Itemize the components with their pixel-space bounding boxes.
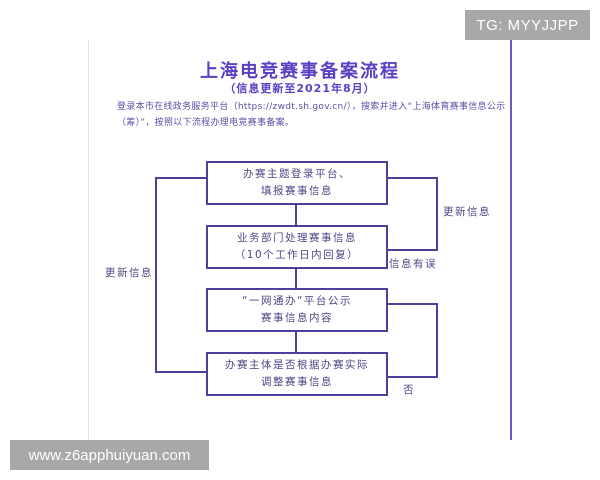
update-info-label-left: 更新信息 — [105, 267, 153, 279]
right-loop-bottom-h2 — [386, 376, 438, 378]
flow-step-register: 办赛主题登录平台、 填报赛事信息 — [206, 161, 388, 205]
right-loop-top-v — [436, 177, 438, 251]
connector-3-4 — [295, 332, 297, 352]
step-2-line-2: （10个工作日内回复） — [234, 249, 360, 261]
step-4-line-2: 调整赛事信息 — [261, 376, 333, 388]
flow-step-adjust: 办赛主体是否根据办赛实际 调整赛事信息 — [206, 352, 388, 396]
left-loop-h2 — [155, 371, 206, 373]
watermark-bottom-left: www.z6apphuiyuan.com — [10, 440, 209, 470]
right-loop-top-h1 — [386, 177, 438, 179]
no-label: 否 — [403, 384, 415, 396]
page-title: 上海电竞赛事备案流程 — [200, 61, 400, 82]
step-3-line-1: “一网通办“平台公示 — [242, 295, 352, 307]
left-loop-v — [155, 177, 157, 373]
intro-text: 登录本市在线政务服务平台（https://zwdt.sh.gov.cn/），搜索… — [117, 102, 506, 128]
left-divider-line — [88, 40, 89, 440]
step-2-line-1: 业务部门处理赛事信息 — [237, 232, 357, 244]
flow-step-review: 业务部门处理赛事信息 （10个工作日内回复） — [206, 225, 388, 269]
right-loop-top-h2 — [386, 249, 438, 251]
update-info-label-right: 更新信息 — [443, 206, 491, 218]
step-3-line-2: 赛事信息内容 — [261, 312, 333, 324]
connector-1-2 — [295, 205, 297, 225]
connector-2-3 — [295, 269, 297, 288]
watermark-top-right: TG: MYYJJPP — [465, 10, 590, 40]
step-1-line-2: 填报赛事信息 — [261, 185, 333, 197]
left-loop-h1 — [155, 177, 206, 179]
right-loop-bottom-v — [436, 303, 438, 378]
right-accent-line — [510, 40, 512, 440]
info-error-label: 信息有误 — [389, 258, 437, 270]
right-loop-bottom-h1 — [386, 303, 438, 305]
step-4-line-1: 办赛主体是否根据办赛实际 — [225, 359, 369, 371]
flow-step-publish: “一网通办“平台公示 赛事信息内容 — [206, 288, 388, 332]
page-subtitle: （信息更新至2021年8月） — [224, 82, 376, 95]
step-1-line-1: 办赛主题登录平台、 — [243, 168, 351, 180]
